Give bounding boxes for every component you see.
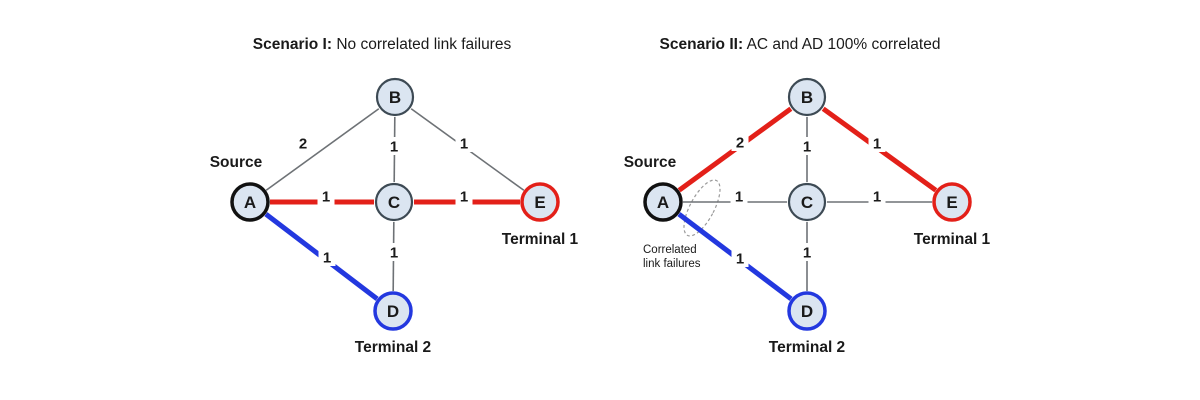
terminal-1-label-s2: Terminal 1	[914, 231, 991, 248]
node-letter-D-s2: D	[801, 302, 813, 321]
node-letter-A-s1: A	[244, 193, 256, 212]
node-E-s1	[520, 182, 560, 222]
edge-weight-BE-s2: 1	[873, 136, 881, 153]
node-letter-C-s1: C	[388, 193, 400, 212]
edge-weight-CD-s1: 1	[390, 245, 398, 262]
scenario-2-title-bold: Scenario II:	[659, 36, 744, 53]
edge-weight-halo-BC-s2	[798, 137, 816, 155]
edge-weight-halo-AC-s1	[317, 187, 335, 205]
edge-weight-AC-s1: 1	[322, 189, 330, 206]
node-letter-D-s1: D	[387, 302, 399, 321]
node-C-s2	[787, 182, 827, 222]
edge-weight-CD-s2: 1	[803, 245, 811, 262]
edge-weight-halo-AB-s1	[294, 134, 312, 152]
node-A-s2	[643, 182, 683, 222]
edge-weight-halo-CD-s2	[798, 243, 816, 261]
edge-weight-BC-s1: 1	[390, 139, 398, 156]
edge-weight-halo-AC-s2	[730, 187, 748, 205]
source-label-s2: Source	[624, 154, 677, 171]
edge-weight-halo-AD-s1	[318, 248, 336, 266]
scenario-2-title: Scenario II: AC and AD 100% correlated	[660, 36, 941, 54]
edge-weight-halo-BE-s2	[868, 134, 886, 152]
scenario-1-title: Scenario I: No correlated link failures	[253, 36, 511, 54]
node-letter-E-s2: E	[946, 193, 957, 212]
edge-weight-BC-s2: 1	[803, 139, 811, 156]
edge-weight-AC-s2: 1	[735, 189, 743, 206]
node-D-s2	[787, 291, 827, 331]
edge-weight-halo-BE-s1	[455, 134, 473, 152]
node-E-s2	[932, 182, 972, 222]
node-D-s1	[373, 291, 413, 331]
terminal-2-label-s2: Terminal 2	[769, 339, 845, 356]
node-B-s1	[375, 77, 415, 117]
node-letter-B-s2: B	[801, 88, 813, 107]
scenario-1-title-bold: Scenario I:	[252, 36, 333, 53]
scenario-1-title-rest: No correlated link failures	[336, 36, 512, 53]
edge-weight-CE-s1: 1	[460, 189, 468, 206]
edge-weight-halo-AD-s2	[731, 249, 749, 267]
edge-weight-halo-CD-s1	[385, 243, 403, 261]
node-C-s1	[374, 182, 414, 222]
node-B-s2	[787, 77, 827, 117]
edge-weight-halo-BC-s1	[385, 137, 403, 155]
edge-weight-CE-s2: 1	[873, 189, 881, 206]
edge-weight-halo-CE-s2	[868, 187, 886, 205]
node-A-s1	[230, 182, 270, 222]
node-letter-A-s2: A	[657, 193, 669, 212]
terminal-1-label-s1: Terminal 1	[502, 231, 579, 248]
edge-AB-s1	[265, 108, 380, 191]
correlated-annotation-line-2-s2: link failures	[643, 258, 701, 270]
scenario-2-title-rest: AC and AD 100% correlated	[746, 36, 941, 53]
terminal-2-label-s1: Terminal 2	[355, 339, 431, 356]
correlated-annotation-line-1-s2: Correlated	[643, 244, 697, 256]
edge-weight-AD-s1: 1	[323, 250, 331, 267]
edge-weight-BE-s1: 1	[460, 136, 468, 153]
source-label-s1: Source	[210, 154, 263, 171]
edge-weight-AD-s2: 1	[736, 251, 744, 268]
edge-weight-AB-s2: 2	[736, 135, 744, 152]
edge-weight-halo-AB-s2	[731, 133, 749, 151]
edge-weight-AB-s1: 2	[299, 136, 307, 153]
node-letter-C-s2: C	[801, 193, 813, 212]
node-letter-E-s1: E	[534, 193, 545, 212]
node-letter-B-s1: B	[389, 88, 401, 107]
edge-weight-halo-CE-s1	[455, 187, 473, 205]
